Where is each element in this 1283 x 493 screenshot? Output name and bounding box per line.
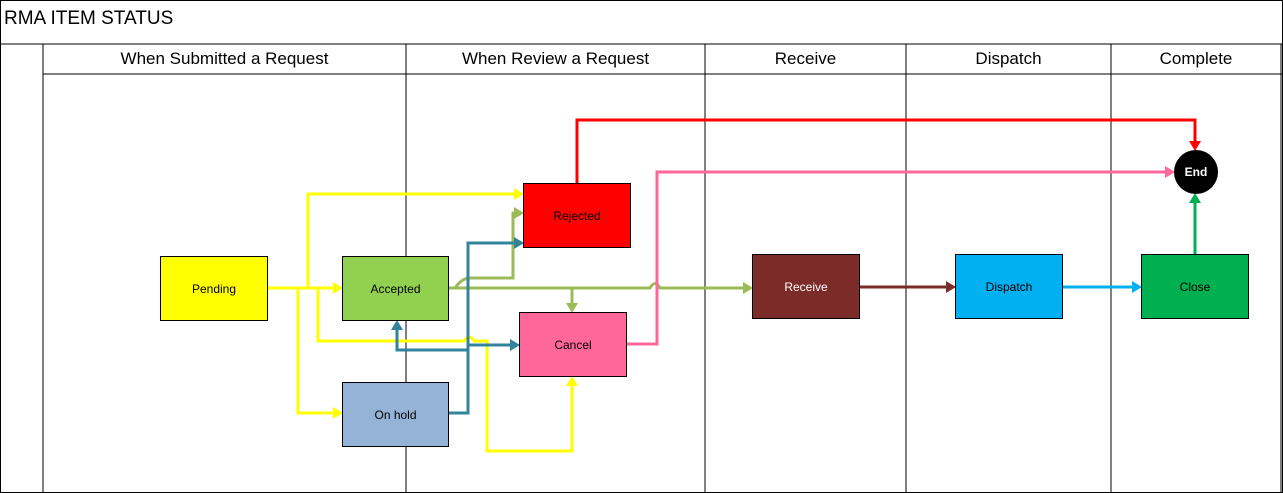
node-dispatch-label: Dispatch [985, 279, 1033, 294]
node-pending[interactable]: Pending [160, 256, 268, 321]
edge-rejected-to-end [575, 118, 1197, 183]
edge-accepted-to-receive [449, 282, 746, 290]
edge-pending-to-rejected-arrowhead [514, 188, 524, 200]
edge-onhold-to-accepted-arrowhead [391, 320, 403, 330]
edge-cancel-to-end [627, 170, 1168, 346]
edge-pending-to-onhold [296, 288, 336, 415]
lane-label-receive: Receive [774, 49, 837, 68]
edge-close-to-end-arrowhead [1189, 193, 1201, 203]
edge-dispatch-to-close-arrowhead [1132, 281, 1142, 293]
node-close[interactable]: Close [1141, 254, 1249, 319]
edge-accepted-to-rejected [453, 211, 517, 289]
node-on-hold-label: On hold [374, 407, 417, 422]
node-dispatch[interactable]: Dispatch [955, 254, 1063, 319]
lane-label-complete: Complete [1159, 49, 1233, 68]
edge-pending-to-cancel-arrowhead [566, 376, 578, 386]
edge-pending-to-cancel [316, 288, 574, 453]
node-receive-label: Receive [784, 279, 828, 294]
edge-accepted-to-receive-arrowhead [743, 282, 753, 294]
edge-accepted-to-cancel-arrowhead [566, 303, 578, 313]
node-rejected[interactable]: Rejected [523, 183, 631, 248]
node-accepted-label: Accepted [370, 281, 421, 296]
node-rejected-label: Rejected [553, 208, 601, 223]
lane-label-submitted: When Submitted a Request [120, 49, 329, 68]
edge-pending-to-rejected [306, 192, 517, 288]
edge-pending-to-onhold-arrowhead [333, 407, 343, 419]
connectors [268, 118, 1201, 453]
lane-label-review: When Review a Request [461, 49, 650, 68]
edge-receive-to-dispatch-arrowhead [946, 281, 956, 293]
edge-rejected-to-end-arrowhead [1189, 141, 1201, 151]
node-close-label: Close [1179, 279, 1211, 294]
node-cancel[interactable]: Cancel [519, 312, 627, 377]
edge-cancel-to-end-arrowhead [1165, 166, 1175, 178]
edge-onhold-to-rejected-arrowhead [514, 237, 524, 249]
node-end[interactable]: End [1174, 150, 1218, 194]
node-receive[interactable]: Receive [752, 254, 860, 319]
edge-onhold-to-rejected [449, 241, 517, 415]
edge-pending-to-accepted-arrowhead [333, 282, 343, 294]
node-accepted[interactable]: Accepted [342, 256, 449, 321]
node-on-hold[interactable]: On hold [342, 382, 449, 447]
lane-label-dispatch: Dispatch [975, 49, 1042, 68]
node-pending-label: Pending [191, 281, 237, 296]
edge-accepted-to-rejected-arrowhead [514, 207, 524, 219]
edge-onhold-to-accepted [395, 327, 468, 352]
edge-onhold-to-cancel-arrowhead [510, 339, 520, 351]
node-cancel-label: Cancel [554, 337, 592, 352]
diagram-title: RMA ITEM STATUS [4, 8, 174, 29]
node-end-label: End [1184, 165, 1208, 179]
